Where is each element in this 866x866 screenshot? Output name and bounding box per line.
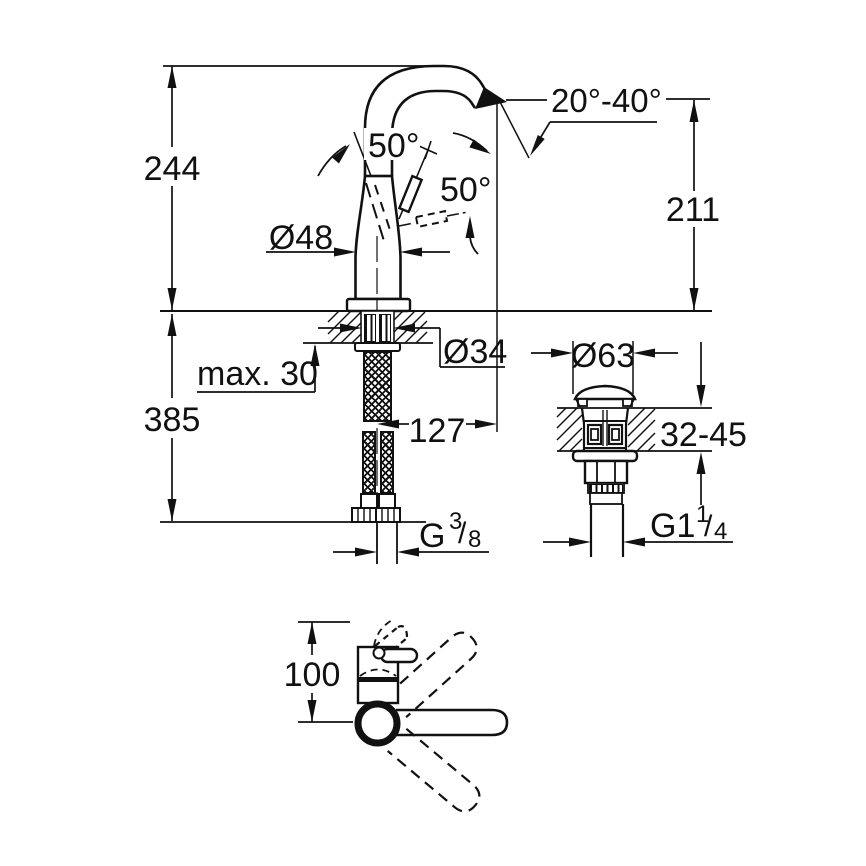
spout-inner-curve	[390, 89, 477, 176]
label-drain-diameter: Ø63	[571, 337, 635, 375]
lever-back-position-line	[353, 131, 372, 177]
dim-d48: Ø48	[266, 219, 450, 257]
label-body-diameter: Ø48	[269, 219, 333, 257]
dim-211: 211	[666, 98, 720, 310]
shank-thread-right	[379, 314, 391, 342]
label-drain-thread: G1	[650, 507, 695, 545]
label-drain-deck-range: 32-45	[660, 416, 747, 454]
spout-tip-angle-line	[497, 97, 530, 159]
lever-end-cross-2	[424, 140, 432, 160]
dim-20-40: 20°-40°	[506, 82, 662, 156]
swivel-arrowhead-right	[469, 139, 491, 154]
drain-knurl-texture	[589, 484, 623, 493]
body-band	[358, 677, 398, 682]
drain-plug-side-left	[575, 398, 581, 408]
drain-flange	[571, 449, 639, 463]
dim-d63: Ø63	[531, 337, 678, 394]
drain-collar-band	[589, 492, 623, 505]
body-dashed-arc	[359, 668, 397, 677]
base-plate	[345, 297, 412, 313]
dim-100: 100	[284, 621, 353, 723]
label-supply-thread-slash: /	[458, 517, 467, 550]
top-view	[354, 618, 509, 813]
lever-swing-arc	[469, 236, 479, 255]
lever-dashed-axis-1	[398, 222, 415, 227]
spout-top-view	[396, 708, 509, 737]
drain-plug-side-right	[629, 398, 635, 408]
lever-dashed-arc	[373, 618, 395, 647]
hose-nut-facets	[357, 509, 395, 521]
dim-g114: G1 1 / 4	[543, 501, 733, 547]
label-spout-height: 211	[666, 191, 720, 229]
drain-plug-dome	[573, 384, 637, 401]
label-supply-thread: G	[419, 517, 445, 555]
hose-crimp-left	[360, 493, 378, 509]
lever-pin-top-view	[379, 647, 419, 664]
dim-d34: Ø34	[318, 323, 507, 371]
drain-deck-hatching	[556, 407, 656, 452]
drain-neck-right	[624, 407, 630, 451]
dim-32-45: 32-45	[660, 342, 747, 505]
drain-hex-nut	[583, 459, 629, 485]
label-drain-thread-den: 4	[714, 518, 727, 545]
label-spout-projection: 127	[409, 412, 466, 450]
drain-window-inner-right	[611, 428, 620, 441]
label-supply-thread-num: 3	[449, 508, 462, 535]
spout-base-ring	[354, 700, 401, 747]
dimensions: 244 211 385 max. 30	[144, 65, 747, 723]
drain-neck-left	[580, 407, 586, 451]
hose-crimp-right	[378, 493, 396, 509]
label-handle-swing-upper: 50°	[368, 127, 419, 165]
mounting-nut	[354, 342, 401, 352]
lever-swing-arrowhead	[465, 216, 475, 238]
label-hose-length: 385	[144, 401, 201, 439]
spout-dashed-upper	[386, 631, 478, 719]
dim-g38: G 3 / 8	[333, 508, 489, 557]
label-supply-thread-den: 8	[468, 526, 481, 553]
lever-dashed-axis-2	[446, 211, 469, 217]
side-view-faucet	[160, 64, 712, 564]
swing-arc-left	[317, 145, 347, 177]
dim-127: 127	[377, 103, 498, 450]
label-drain-thread-num: 1	[696, 501, 709, 528]
label-top-view-height: 100	[284, 656, 341, 694]
label-drain-thread-slash: /	[704, 510, 713, 543]
dim-max-30: max. 30	[197, 344, 320, 393]
lever-pin-lowered	[414, 209, 449, 229]
spout-tip	[475, 87, 507, 109]
drain-window-inner-left	[590, 428, 599, 441]
hose-braid-lower-right	[380, 431, 394, 494]
label-deck-max: max. 30	[197, 355, 318, 393]
swing-arrowhead-left	[332, 144, 350, 164]
hose-braid-upper	[363, 351, 392, 422]
label-swivel-range: 20°-40°	[551, 82, 662, 119]
cartridge-dashed-line-1	[365, 182, 385, 242]
shank-thread-left	[364, 314, 376, 342]
lever-pin-raised	[397, 174, 424, 214]
spout-dashed-lower	[387, 727, 481, 813]
lever-joint	[372, 646, 386, 660]
dim-244: 244	[144, 65, 438, 310]
label-total-height: 244	[144, 150, 201, 188]
dim-50-upper: 50°	[364, 127, 420, 165]
cartridge-dashed-line-2	[374, 184, 391, 231]
dim-385: 385	[144, 314, 426, 523]
label-handle-swing-lower: 50°	[440, 171, 491, 209]
hose-braid-lower-left	[362, 431, 376, 494]
